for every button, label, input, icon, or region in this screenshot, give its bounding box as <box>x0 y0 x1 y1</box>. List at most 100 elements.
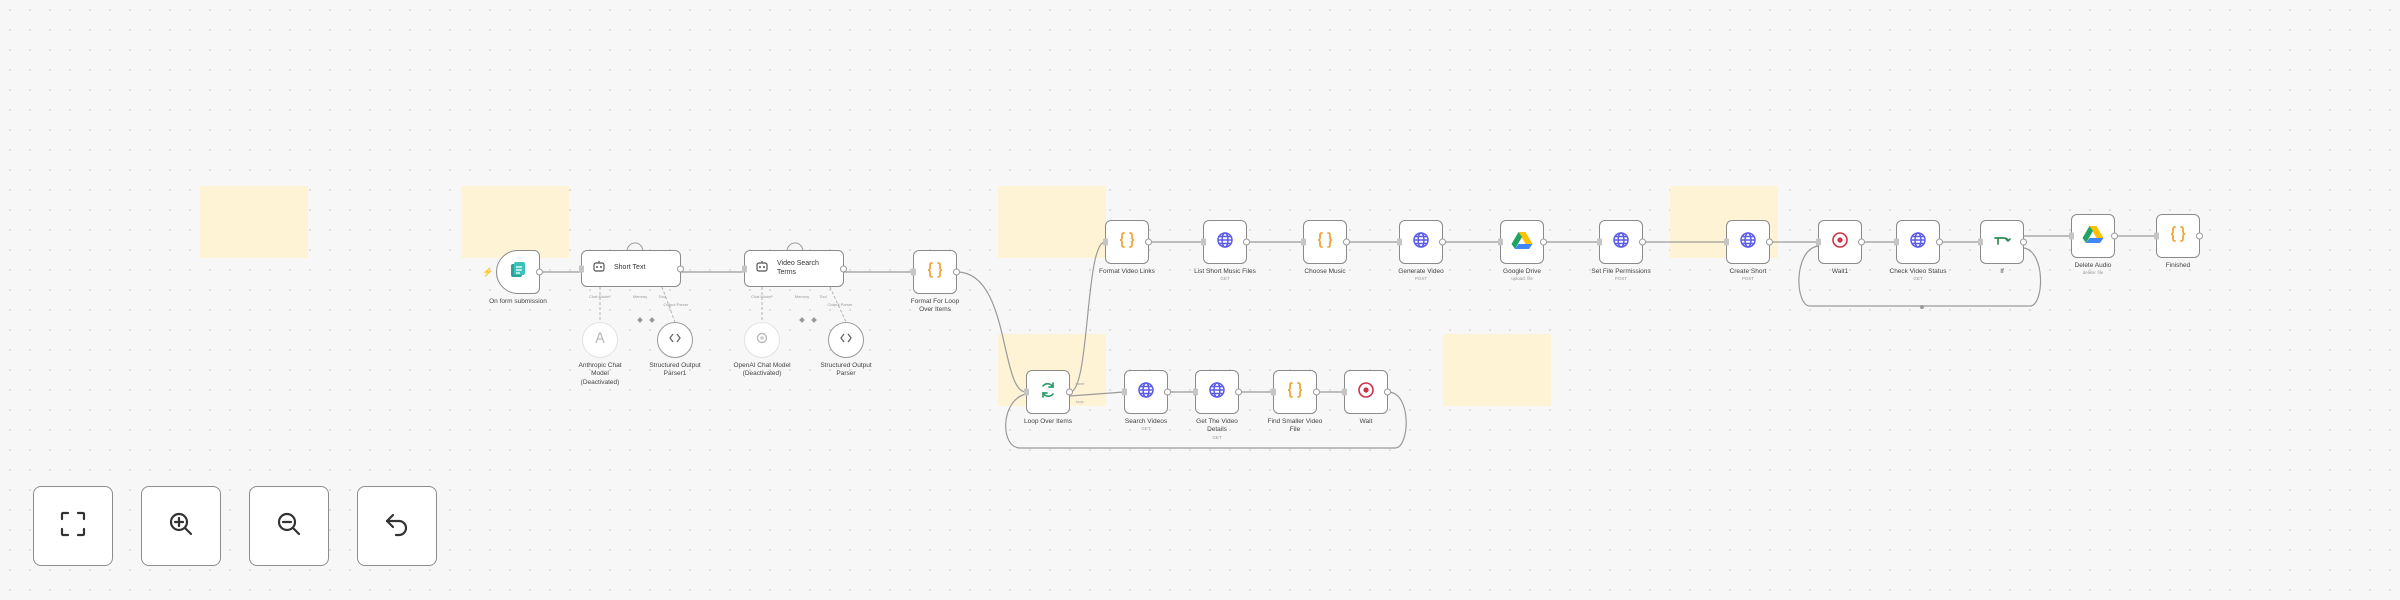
output-port[interactable] <box>1540 238 1547 246</box>
output-port[interactable] <box>953 268 960 276</box>
node-label-text: Wait1 <box>1831 268 1849 275</box>
input-port[interactable] <box>1397 238 1402 246</box>
output-port[interactable] <box>1243 238 1250 246</box>
sticky-note[interactable] <box>998 186 1106 258</box>
globe-icon <box>1136 380 1156 405</box>
code-icon <box>668 331 682 350</box>
node-check-video-status[interactable] <box>1894 220 1943 264</box>
input-port[interactable] <box>1301 238 1306 246</box>
connector-diamond <box>799 317 805 323</box>
node-delete-audio[interactable] <box>2069 214 2118 258</box>
node-video-search-terms[interactable]: Video Search Terms <box>742 250 847 287</box>
node-get-the-video-details[interactable] <box>1193 370 1242 414</box>
node-format-video-links[interactable] <box>1103 220 1152 264</box>
node-find-smaller-video-file[interactable] <box>1271 370 1320 414</box>
braces-icon <box>2168 224 2188 249</box>
input-port[interactable] <box>1103 238 1108 246</box>
input-port[interactable] <box>1122 388 1127 396</box>
input-port[interactable] <box>1193 388 1198 396</box>
input-port[interactable] <box>1724 238 1729 246</box>
output-port[interactable] <box>1384 388 1391 396</box>
node-format-for-loop[interactable] <box>911 250 960 294</box>
node-if[interactable] <box>1978 220 2027 264</box>
input-port[interactable] <box>2069 232 2074 240</box>
node-choose-music[interactable] <box>1301 220 1350 264</box>
output-port[interactable] <box>1936 238 1943 246</box>
node-wait[interactable] <box>1342 370 1391 414</box>
output-port[interactable] <box>536 268 543 276</box>
output-port[interactable] <box>1235 388 1242 396</box>
input-port[interactable] <box>1816 238 1821 246</box>
node-subtitle: POST <box>1414 276 1428 282</box>
input-port[interactable] <box>1894 238 1899 246</box>
output-port[interactable] <box>2020 238 2027 246</box>
connector-label-memory: Memory <box>794 294 810 299</box>
node-list-short-music-files[interactable] <box>1201 220 1250 264</box>
input-port[interactable] <box>1024 388 1029 396</box>
subnode-anthropic-chat-model[interactable] <box>582 322 618 358</box>
output-port[interactable] <box>1343 238 1350 246</box>
node-finished[interactable] <box>2154 214 2203 258</box>
node-label: Loop Over Items <box>1017 418 1079 426</box>
connector-diamond <box>637 317 643 323</box>
input-port[interactable] <box>579 265 584 272</box>
node-loop-over-items[interactable] <box>1024 370 1073 414</box>
globe-icon <box>1908 230 1928 255</box>
output-port[interactable] <box>1858 238 1865 246</box>
input-port[interactable] <box>1498 238 1503 246</box>
node-label-text: Find Smaller Video File <box>1267 418 1323 434</box>
output-port[interactable] <box>2111 232 2118 240</box>
node-set-file-permissions[interactable] <box>1597 220 1646 264</box>
globe-icon <box>1207 380 1227 405</box>
undo-button[interactable] <box>357 486 437 566</box>
node-create-short[interactable] <box>1724 220 1773 264</box>
subnode-openai-chat-model[interactable] <box>744 322 780 358</box>
node-subtitle: GET <box>1220 276 1230 282</box>
input-port[interactable] <box>742 265 747 272</box>
sticky-note[interactable] <box>1443 334 1551 406</box>
node-generate-video[interactable] <box>1397 220 1446 264</box>
fit-view-button[interactable] <box>33 486 113 566</box>
subnode-structured-output-parser[interactable] <box>828 322 864 358</box>
input-port[interactable] <box>2154 232 2159 240</box>
connection <box>1798 245 2042 307</box>
subnode-label: OpenAI Chat Model (Deactivated) <box>733 362 791 378</box>
subnode-structured-output-parser1[interactable] <box>657 322 693 358</box>
input-port[interactable] <box>1342 388 1347 396</box>
output-port[interactable] <box>677 265 684 272</box>
zoom-out-icon <box>274 509 304 544</box>
zoom-out-button[interactable] <box>249 486 329 566</box>
output-port[interactable] <box>2196 232 2203 240</box>
connector-label-done: done <box>1075 381 1085 386</box>
node-search-videos[interactable] <box>1122 370 1171 414</box>
output-port[interactable] <box>1639 238 1646 246</box>
undo-icon <box>382 509 412 544</box>
sticky-note[interactable] <box>200 186 308 258</box>
input-port[interactable] <box>1201 238 1206 246</box>
pause-icon <box>1356 380 1376 405</box>
output-port[interactable] <box>840 265 847 272</box>
node-on-form-submission[interactable] <box>496 250 543 294</box>
output-port[interactable] <box>1439 238 1446 246</box>
node-label-text: Delete Audio <box>2074 262 2112 269</box>
zoom-in-button[interactable] <box>141 486 221 566</box>
node-short-text[interactable]: Short Text <box>579 250 684 287</box>
output-port[interactable] <box>1145 238 1152 246</box>
input-port[interactable] <box>1978 238 1983 246</box>
input-port[interactable] <box>1597 238 1602 246</box>
input-port[interactable] <box>1271 388 1276 396</box>
output-port[interactable] <box>1766 238 1773 246</box>
output-port[interactable] <box>1313 388 1320 396</box>
output-port[interactable] <box>1164 388 1171 396</box>
node-wait1[interactable] <box>1816 220 1865 264</box>
input-port[interactable] <box>911 268 916 276</box>
output-port[interactable] <box>1066 388 1073 396</box>
node-label: Finished <box>2147 262 2209 270</box>
node-google-drive[interactable] <box>1498 220 1547 264</box>
node-label: On form submission <box>489 298 547 305</box>
sticky-note[interactable] <box>461 186 569 258</box>
